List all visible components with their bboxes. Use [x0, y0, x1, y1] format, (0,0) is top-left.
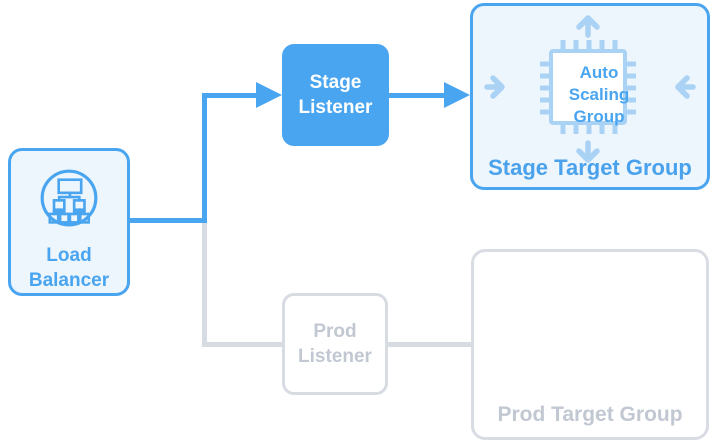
- load-balancer-network-icon: [40, 169, 98, 227]
- prod-target-group-node: Prod Target Group: [471, 249, 709, 440]
- load-balancer-label: Load Balancer: [28, 245, 110, 291]
- stage-target-group-node: Auto Scaling Group Stage Target Group: [470, 3, 710, 190]
- scale-down-arrow: [576, 140, 600, 163]
- auto-scaling-chip-icon: [484, 15, 696, 163]
- connector-prod-horizontal: [202, 342, 283, 347]
- prod-target-group-label: Prod Target Group: [497, 403, 683, 426]
- prod-listener-node: Prod Listener: [282, 293, 388, 395]
- stage-listener-node: Stage Listener: [282, 44, 389, 146]
- arrowhead-into-stage-target: [444, 82, 470, 108]
- auto-scaling-group-icon: Auto Scaling Group: [484, 14, 696, 164]
- connector-stage-horizontal: [205, 93, 258, 98]
- connector-stage-vertical: [202, 93, 207, 223]
- connector-prod-vertical: [202, 223, 207, 347]
- scale-in-right-arrow: [675, 75, 696, 99]
- scale-up-arrow: [576, 15, 600, 38]
- connector-listener-to-prod-target: [388, 342, 472, 347]
- auto-scaling-group-label: Auto Scaling Group: [568, 63, 630, 126]
- load-balancer-node: Load Balancer: [8, 148, 130, 296]
- scale-in-left-arrow: [484, 75, 505, 99]
- arrowhead-into-stage-listener: [256, 82, 282, 108]
- stage-target-group-label: Stage Target Group: [488, 155, 692, 180]
- connector-lb-horizontal: [130, 218, 205, 223]
- connector-listener-to-stage-target: [389, 93, 446, 98]
